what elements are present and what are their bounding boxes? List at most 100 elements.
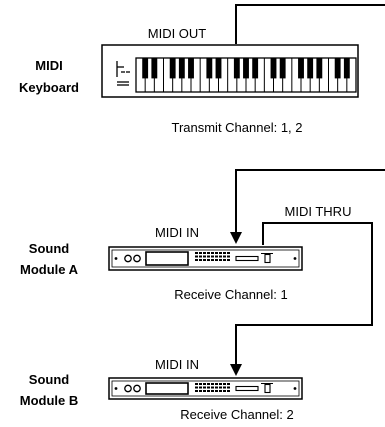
module-b-midi-in-label: MIDI IN (155, 357, 199, 372)
panel-button (227, 256, 230, 258)
knob-2 (134, 255, 140, 261)
panel-button (199, 387, 202, 389)
front-jack (265, 255, 270, 263)
black-key (307, 58, 313, 78)
panel-button (207, 387, 210, 389)
black-key (271, 58, 277, 78)
panel-button (195, 390, 198, 392)
panel-button (207, 256, 210, 258)
black-key (142, 58, 148, 78)
cable-keyboard-midi-out (236, 5, 385, 44)
panel-button (199, 259, 202, 261)
black-key (316, 58, 322, 78)
module-a-midi-in-label: MIDI IN (155, 225, 199, 240)
panel-button (195, 256, 198, 258)
black-key (252, 58, 258, 78)
panel-button (215, 390, 218, 392)
panel-button (219, 259, 222, 261)
knob-2 (134, 385, 140, 391)
sound-module-b: Sound Module B MIDI IN (20, 357, 302, 408)
panel-button (223, 259, 226, 261)
panel-button (195, 259, 198, 261)
panel-button (195, 252, 198, 254)
panel-button (219, 390, 222, 392)
panel-button (207, 252, 210, 254)
rack-screw-right (294, 257, 297, 260)
panel-button (211, 383, 214, 385)
module-a-receive-channel: Receive Channel: 1 (174, 287, 287, 302)
panel-button (219, 256, 222, 258)
black-key (216, 58, 222, 78)
panel-button (211, 390, 214, 392)
panel-button (207, 390, 210, 392)
panel-button (227, 252, 230, 254)
panel-button (227, 383, 230, 385)
card-slot (236, 257, 258, 261)
panel-button (203, 259, 206, 261)
panel-button (211, 387, 214, 389)
panel-button (223, 252, 226, 254)
black-key (335, 58, 341, 78)
card-slot (236, 387, 258, 391)
knob-1 (125, 255, 131, 261)
panel-button (199, 390, 202, 392)
panel-button (207, 383, 210, 385)
black-key (188, 58, 194, 78)
panel-button (223, 383, 226, 385)
rack-screw-left (115, 257, 118, 260)
black-key (170, 58, 176, 78)
panel-button (195, 387, 198, 389)
keyboard-name-line1: MIDI (35, 58, 62, 73)
module-a-midi-thru-label: MIDI THRU (285, 204, 352, 219)
panel-button (211, 256, 214, 258)
front-jack (265, 385, 270, 393)
panel-button (199, 256, 202, 258)
module-b-receive-channel: Receive Channel: 2 (180, 407, 293, 422)
panel-button (223, 256, 226, 258)
panel-button (203, 256, 206, 258)
panel-button (219, 252, 222, 254)
panel-button (203, 383, 206, 385)
panel-button (227, 259, 230, 261)
panel-button (203, 252, 206, 254)
panel-button (227, 387, 230, 389)
panel-button (219, 383, 222, 385)
panel-button (223, 390, 226, 392)
black-key (243, 58, 249, 78)
panel-button (211, 259, 214, 261)
module-a-name-line2: Module A (20, 262, 79, 277)
arrow-module-b-midi-in (230, 364, 242, 376)
black-key (280, 58, 286, 78)
module-a-name-line1: Sound (29, 241, 69, 256)
black-key (344, 58, 350, 78)
arrow-module-a-midi-in (230, 232, 242, 244)
panel-button (223, 387, 226, 389)
black-key (234, 58, 240, 78)
black-key (298, 58, 304, 78)
rack-screw-right (294, 387, 297, 390)
panel-button (215, 252, 218, 254)
keyboard-transmit-channel: Transmit Channel: 1, 2 (171, 120, 302, 135)
panel-button (195, 383, 198, 385)
panel-button (203, 390, 206, 392)
panel-button (211, 252, 214, 254)
keyboard-name-line2: Keyboard (19, 80, 79, 95)
panel-button (219, 387, 222, 389)
keyboard-keys (136, 58, 356, 92)
panel-button (227, 390, 230, 392)
panel-button (207, 259, 210, 261)
module-b-rack-unit (109, 378, 302, 399)
keyboard-midi-out-label: MIDI OUT (148, 26, 207, 41)
panel-button (199, 383, 202, 385)
panel-button (215, 259, 218, 261)
panel-button (215, 256, 218, 258)
module-a-rack-unit (109, 247, 302, 270)
lcd-display (146, 383, 188, 394)
module-b-name-line2: Module B (20, 393, 79, 408)
lcd-display (146, 252, 188, 265)
panel-button (199, 252, 202, 254)
module-b-name-line1: Sound (29, 372, 69, 387)
sound-module-a: Sound Module A MIDI IN MIDI THRU (20, 204, 351, 277)
black-key (179, 58, 185, 78)
